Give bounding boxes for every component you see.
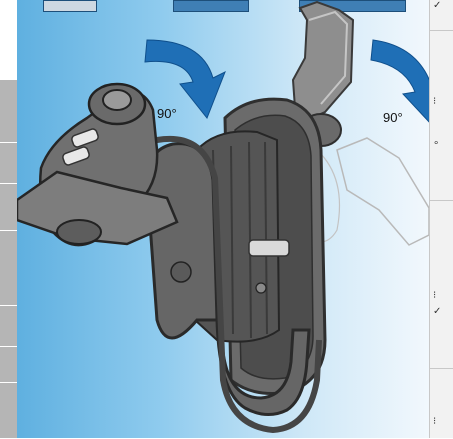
product-illustration: 90° 90° <box>17 0 429 438</box>
angle-label-left: 90° <box>157 106 177 121</box>
panel-mark-icon: ∘ <box>433 138 440 149</box>
left-tab-3[interactable] <box>0 184 17 231</box>
panel-divider <box>430 200 453 201</box>
left-tab-6[interactable] <box>0 347 17 383</box>
left-tab-7[interactable] <box>0 383 17 439</box>
left-tab-4[interactable] <box>0 231 17 306</box>
angle-label-right: 90° <box>383 110 403 125</box>
panel-divider <box>430 30 453 31</box>
panel-mark-icon: ⁝ <box>433 96 437 107</box>
right-info-panel: ✓ ⁝ ∘ ⁝ ✓ ⁝ <box>429 0 453 438</box>
rotate-arrow-icon <box>370 39 429 123</box>
panel-mark-icon: ✓ <box>433 0 442 11</box>
handle-outline <box>336 137 429 246</box>
thumbnail-1[interactable] <box>43 0 97 12</box>
lock-diagram <box>17 0 429 434</box>
thumbnail-2[interactable] <box>173 0 249 12</box>
left-tab-5[interactable] <box>0 306 17 347</box>
panel-mark-icon: ⁝ <box>433 290 437 301</box>
left-tab-strip <box>0 0 17 439</box>
left-tab-2[interactable] <box>0 143 17 184</box>
panel-mark-icon: ⁝ <box>433 416 437 427</box>
panel-divider <box>430 368 453 369</box>
rotate-arrow-icon <box>144 39 226 119</box>
panel-mark-icon: ✓ <box>433 306 442 317</box>
left-tab-1[interactable] <box>0 80 17 143</box>
